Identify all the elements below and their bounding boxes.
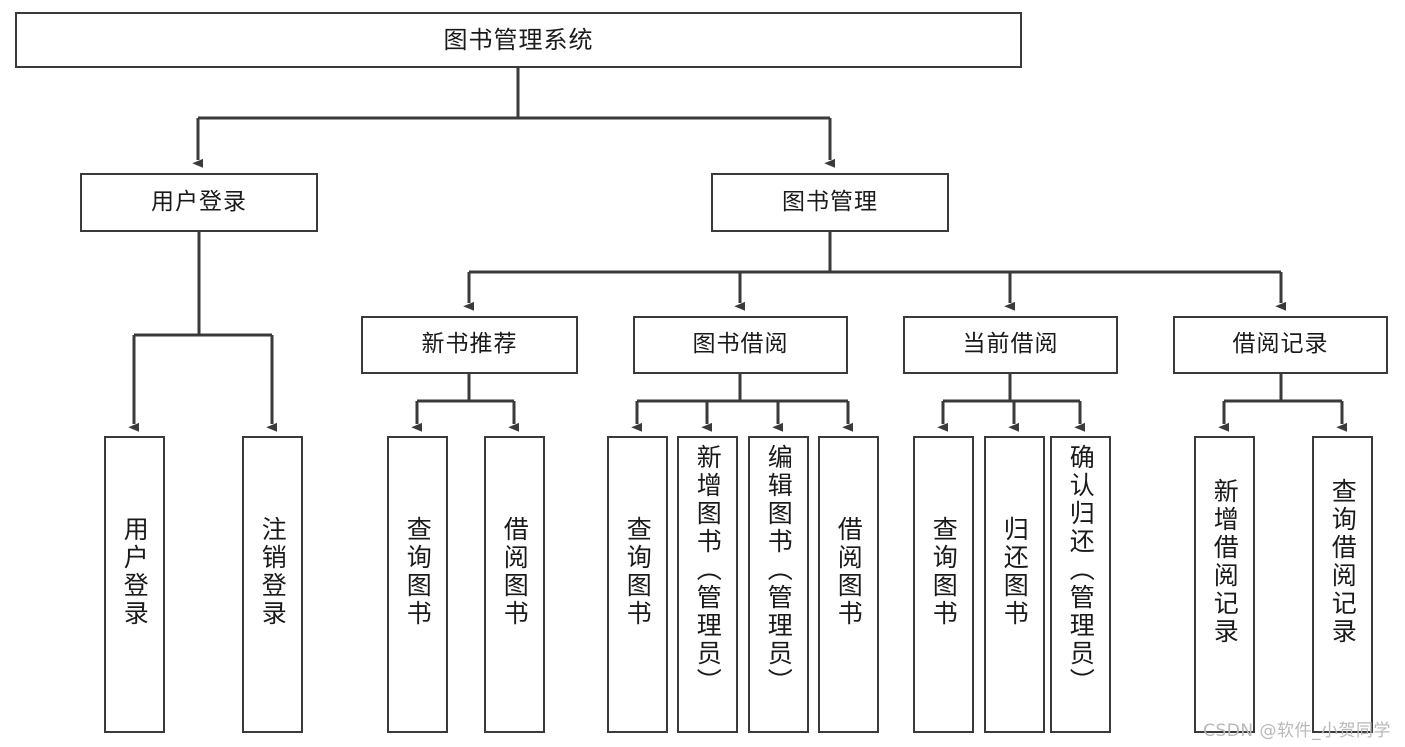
node-root-system[interactable]: 图书管理系统 bbox=[15, 12, 1022, 68]
node-label: 图书借阅 bbox=[692, 331, 789, 358]
leaf-query-borrow-record[interactable]: 查询借阅记录 bbox=[1312, 436, 1373, 733]
leaf-add-book-admin[interactable]: 新增图书（管理员） bbox=[677, 436, 738, 733]
node-label: 注销登录 bbox=[258, 516, 288, 628]
csdn-watermark: CSDN @软件_小贺同学 bbox=[1203, 721, 1391, 741]
leaf-borrow-books-borrow[interactable]: 借阅图书 bbox=[818, 436, 879, 733]
node-new-book-recommend[interactable]: 新书推荐 bbox=[361, 316, 578, 374]
node-label: 借阅图书 bbox=[500, 516, 530, 628]
node-label: 新书推荐 bbox=[421, 331, 518, 358]
node-label: 用户登录 bbox=[151, 188, 247, 215]
node-borrow-record[interactable]: 借阅记录 bbox=[1173, 316, 1388, 374]
node-label: 借阅记录 bbox=[1232, 331, 1329, 358]
leaf-user-login[interactable]: 用户登录 bbox=[104, 436, 165, 733]
node-label: 当前借阅 bbox=[962, 331, 1059, 358]
node-label: 图书管理系统 bbox=[443, 25, 594, 54]
node-label: 借阅图书 bbox=[834, 516, 864, 628]
node-label: 查询图书 bbox=[403, 516, 433, 628]
node-label: 查询图书 bbox=[623, 516, 653, 628]
node-label: 归还图书 bbox=[1000, 516, 1030, 628]
node-label: 查询图书 bbox=[929, 516, 959, 628]
leaf-borrow-books-recommend[interactable]: 借阅图书 bbox=[484, 436, 545, 733]
leaf-query-books-recommend[interactable]: 查询图书 bbox=[387, 436, 448, 733]
node-label: 新增图书（管理员） bbox=[693, 444, 723, 696]
leaf-confirm-return-admin[interactable]: 确认归还（管理员） bbox=[1050, 436, 1111, 733]
node-label: 编辑图书（管理员） bbox=[764, 444, 794, 696]
leaf-return-books[interactable]: 归还图书 bbox=[984, 436, 1045, 733]
leaf-add-borrow-record[interactable]: 新增借阅记录 bbox=[1194, 436, 1255, 733]
node-label: 确认归还（管理员） bbox=[1066, 444, 1096, 696]
node-current-borrow[interactable]: 当前借阅 bbox=[903, 316, 1118, 374]
node-label: 用户登录 bbox=[120, 516, 150, 628]
leaf-logout[interactable]: 注销登录 bbox=[242, 436, 303, 733]
leaf-edit-book-admin[interactable]: 编辑图书（管理员） bbox=[748, 436, 809, 733]
node-label: 新增借阅记录 bbox=[1210, 478, 1240, 646]
leaf-query-books-current[interactable]: 查询图书 bbox=[913, 436, 974, 733]
node-label: 查询借阅记录 bbox=[1328, 478, 1358, 646]
node-book-borrow[interactable]: 图书借阅 bbox=[633, 316, 848, 374]
node-label: 图书管理 bbox=[782, 188, 878, 215]
node-book-management[interactable]: 图书管理 bbox=[711, 173, 949, 232]
node-user-login[interactable]: 用户登录 bbox=[80, 173, 318, 232]
leaf-query-books-borrow[interactable]: 查询图书 bbox=[607, 436, 668, 733]
